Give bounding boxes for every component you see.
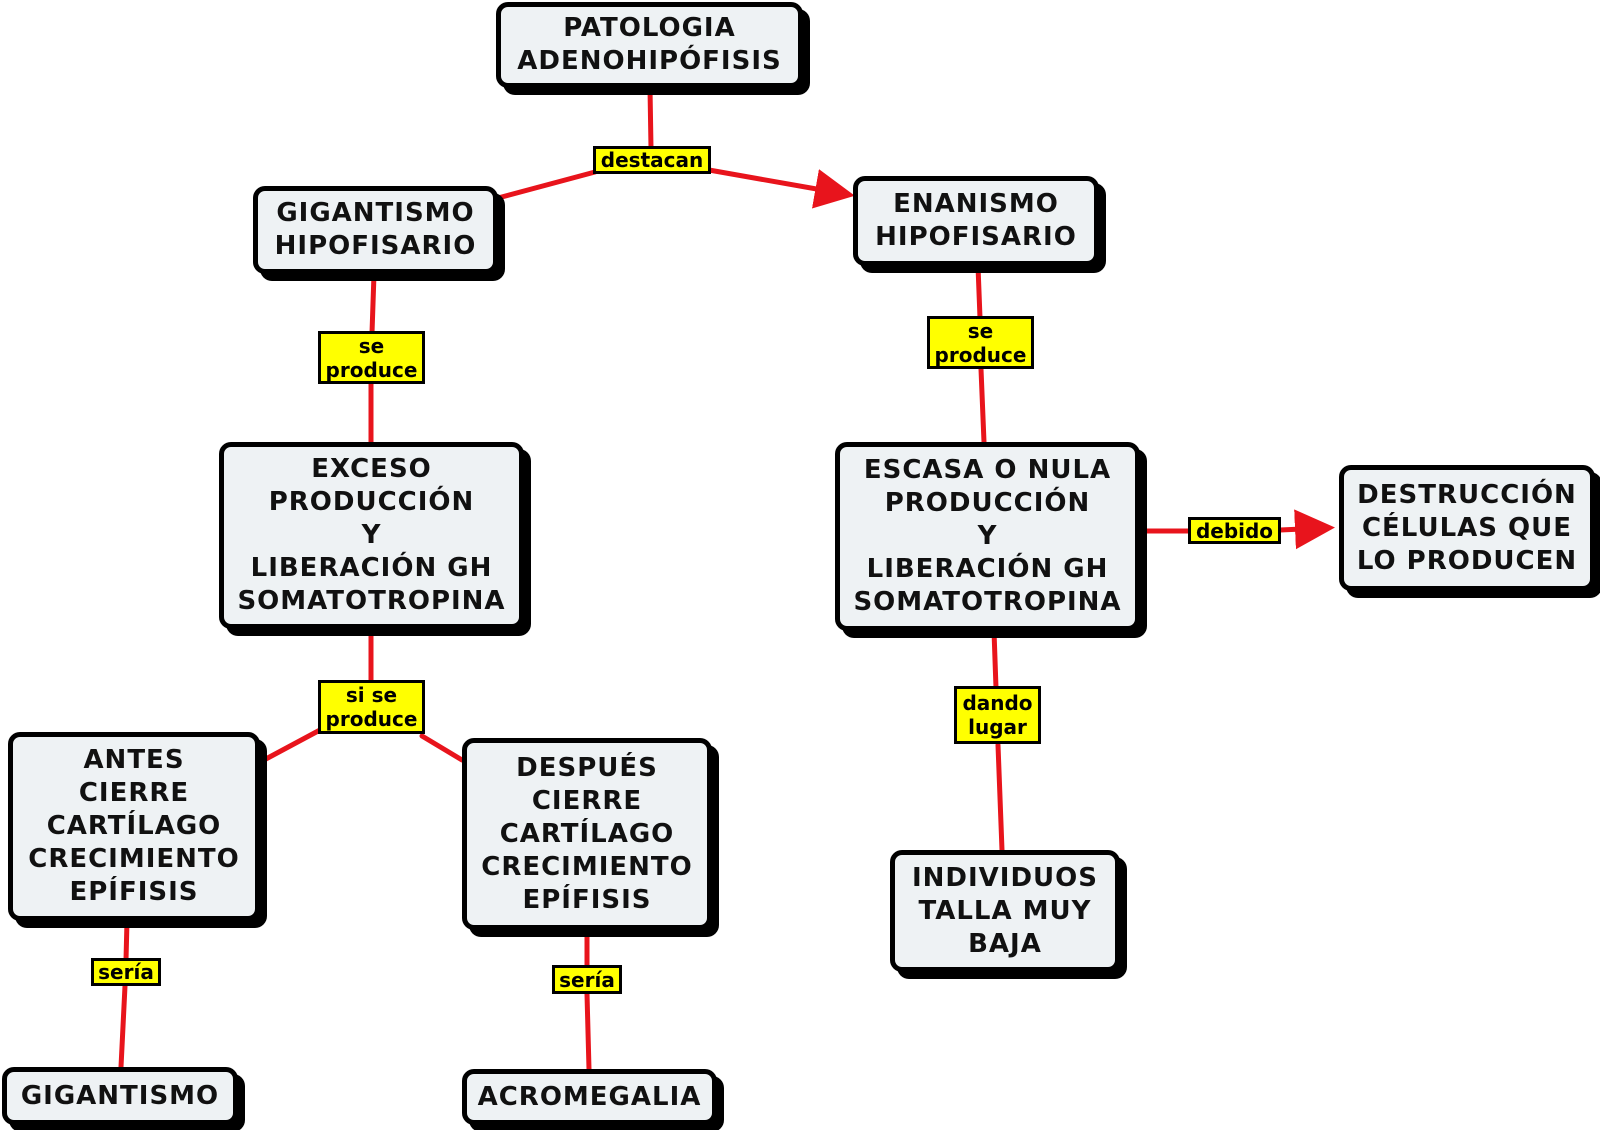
node-escasa-produccion[interactable]: ESCASA O NULA PRODUCCIÓN Y LIBERACIÓN GH… — [835, 442, 1140, 631]
connector-debido-destruccion — [1277, 509, 1335, 550]
node-label: ANTES CIERRE CARTÍLAGO CRECIMIENTO EPÍFI… — [28, 745, 240, 907]
node-label: GIGANTISMO HIPOFISARIO — [274, 198, 477, 261]
node-label: GIGANTISMO — [20, 1080, 220, 1111]
link-label-dando-lugar: dando lugar — [954, 686, 1041, 744]
link-label-text: si se produce — [325, 683, 418, 731]
connector-seria-gigantismo — [118, 983, 128, 1070]
node-label: INDIVIDUOS TALLA MUY BAJA — [911, 862, 1098, 959]
node-label: PATOLOGIA ADENOHIPÓFISIS — [517, 13, 782, 76]
link-label-text: destacan — [600, 148, 704, 172]
node-label: ACROMEGALIA — [477, 1081, 702, 1112]
connector-si-se-produce-despues — [419, 733, 465, 763]
node-exceso-produccion[interactable]: EXCESO PRODUCCIÓN Y LIBERACIÓN GH SOMATO… — [219, 442, 524, 629]
node-gigantismo-hipofisario[interactable]: GIGANTISMO HIPOFISARIO — [253, 186, 498, 274]
link-label-text: se produce — [325, 333, 418, 382]
link-label-si-se-produce: si se produce — [318, 680, 425, 734]
link-label-debido: debido — [1188, 517, 1281, 544]
connector-destacan-gigantismo-hipofisario — [495, 169, 598, 201]
link-label-text: sería — [98, 960, 154, 984]
connector-si-se-produce-antes — [261, 727, 323, 763]
node-gigantismo[interactable]: GIGANTISMO — [2, 1067, 238, 1125]
node-destruccion-celulas[interactable]: DESTRUCCIÓN CÉLULAS QUE LO PRODUCEN — [1339, 465, 1595, 591]
link-label-se-produce-left: se produce — [318, 331, 425, 384]
connector-antes-seria — [123, 918, 130, 963]
node-despues-cierre[interactable]: DESPUÉS CIERRE CARTÍLAGO CRECIMIENTO EPÍ… — [462, 738, 712, 930]
node-label: DESTRUCCIÓN CÉLULAS QUE LO PRODUCEN — [1356, 479, 1578, 576]
node-antes-cierre[interactable]: ANTES CIERRE CARTÍLAGO CRECIMIENTO EPÍFI… — [8, 732, 260, 921]
node-acromegalia[interactable]: ACROMEGALIA — [462, 1069, 717, 1125]
connector-patologia-destacan — [647, 85, 654, 151]
node-label: ESCASA O NULA PRODUCCIÓN Y LIBERACIÓN GH… — [853, 455, 1122, 617]
node-label: EXCESO PRODUCCIÓN Y LIBERACIÓN GH SOMATO… — [237, 454, 506, 616]
link-label-seria-left: sería — [91, 958, 161, 986]
node-individuos-talla[interactable]: INDIVIDUOS TALLA MUY BAJA — [890, 850, 1120, 972]
connector-escasa-dando-lugar — [991, 628, 999, 691]
link-label-se-produce-right: se produce — [927, 316, 1034, 369]
link-label-text: se produce — [934, 318, 1027, 367]
node-label: DESPUÉS CIERRE CARTÍLAGO CRECIMIENTO EPÍ… — [481, 752, 693, 915]
link-label-seria-right: sería — [552, 965, 622, 994]
connector-enanismo-se-produce — [975, 263, 983, 321]
connector-se-produce-escasa — [978, 366, 987, 445]
node-patologia-adenohipofisis[interactable]: PATOLOGIA ADENOHIPÓFISIS — [496, 2, 803, 88]
node-enanismo-hipofisario[interactable]: ENANISMO HIPOFISARIO — [853, 176, 1099, 266]
connector-dando-lugar-individuos — [995, 742, 1005, 853]
link-label-destacan: destacan — [593, 146, 711, 174]
connector-destacan-enanismo-hipofisario — [706, 167, 855, 209]
connector-seria-acromegalia — [584, 991, 592, 1072]
connector-gigantismo-hipofisario-se-produce — [369, 271, 377, 336]
node-label: ENANISMO HIPOFISARIO — [875, 189, 1077, 252]
link-label-text: sería — [559, 967, 615, 992]
link-label-text: debido — [1195, 518, 1274, 543]
link-label-text: dando lugar — [962, 691, 1033, 739]
